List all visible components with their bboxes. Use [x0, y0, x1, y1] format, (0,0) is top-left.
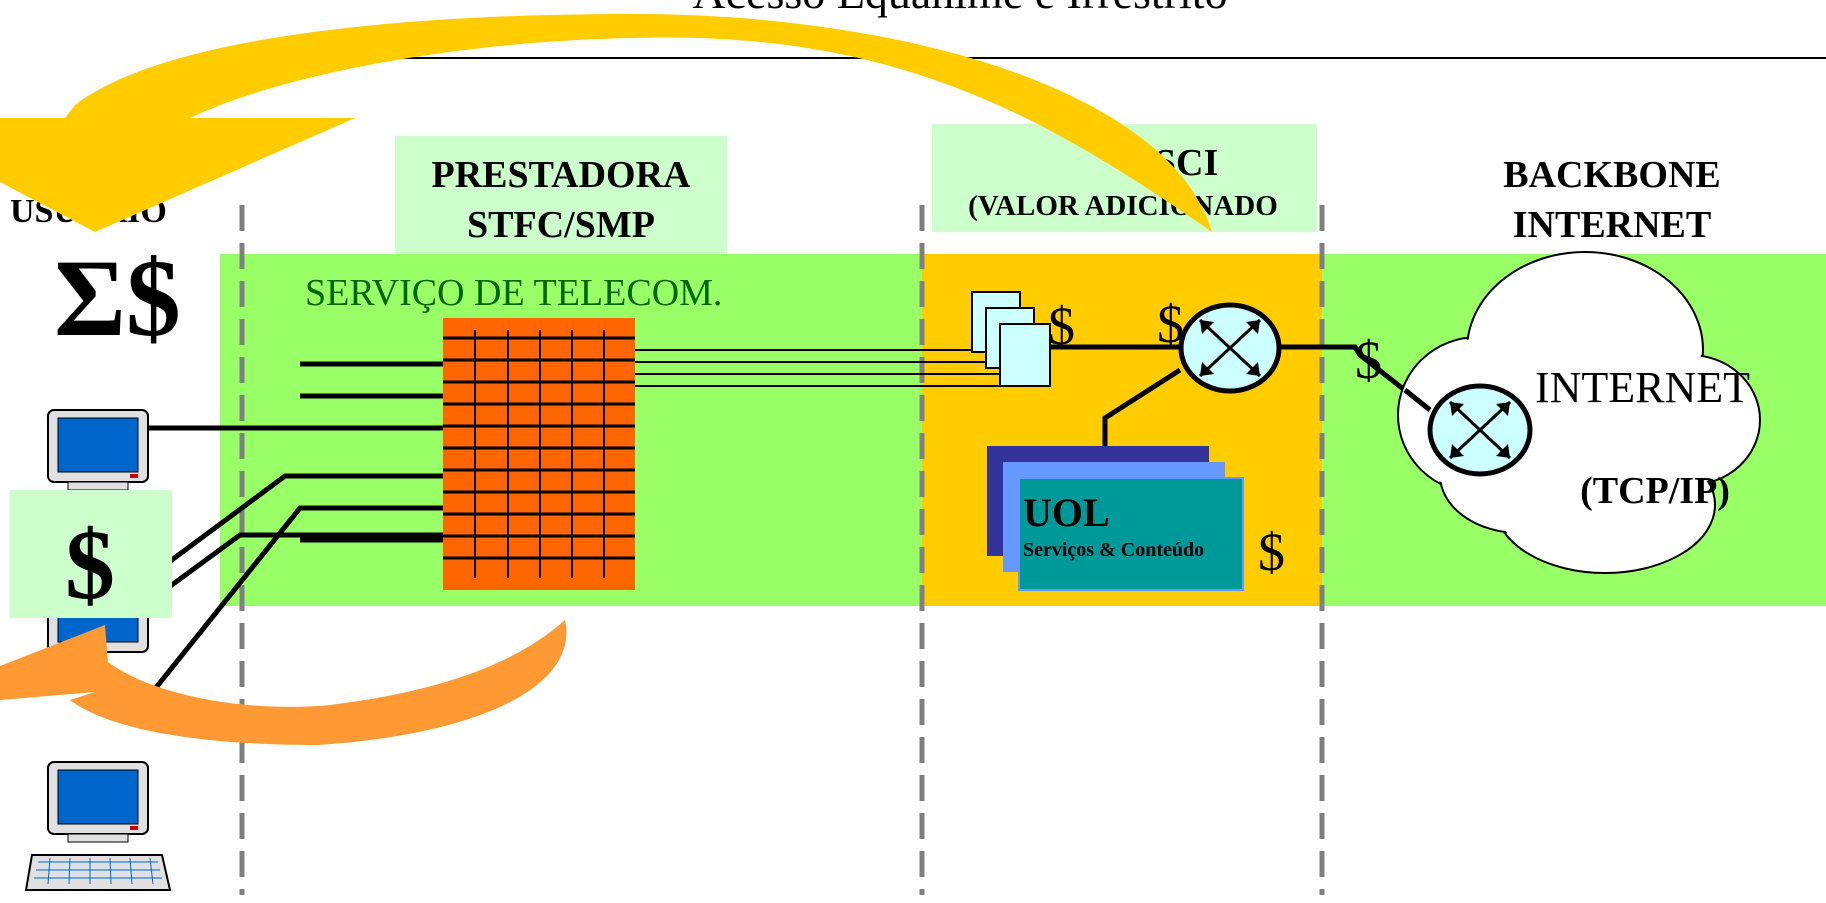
switch-matrix	[443, 318, 635, 590]
internet-label: INTERNET	[1535, 363, 1750, 412]
uol-cost: $	[1258, 522, 1285, 582]
subscriber-lines	[128, 361, 443, 722]
trunk-lines	[635, 349, 1010, 387]
internet-router-icon	[1427, 383, 1533, 477]
yellow-flow-arrow	[0, 14, 1212, 232]
computer-icon-1	[47, 409, 149, 491]
prestadora-label-box	[395, 136, 727, 254]
uol-subtitle: Serviços & Conteúdo	[1023, 539, 1204, 561]
orange-return-arrow	[0, 620, 567, 745]
zone-dividers	[239, 205, 1325, 895]
prestadora-label-line1: PRESTADORA	[432, 154, 692, 196]
modem-stack-icon	[971, 291, 1051, 387]
sum-money-symbol: Σ$	[54, 237, 181, 359]
prestadora-label-line2: STFC/SMP	[467, 204, 655, 246]
backbone-label-line2: INTERNET	[1513, 204, 1712, 246]
telecom-service-label: SERVIÇO DE TELECOM.	[305, 272, 722, 314]
uol-server-stack	[987, 446, 1244, 591]
user-money-symbol: $	[65, 509, 115, 620]
computer-icon-3	[24, 761, 172, 891]
cloud-inner-link	[1403, 388, 1432, 412]
tcpip-label: (TCP/IP)	[1580, 470, 1730, 512]
psci-label-line2: (VALOR ADICIONADO	[968, 190, 1278, 222]
backbone-link-cost: $	[1355, 330, 1382, 390]
diagram-title: Acesso Equânime e Irrestrito	[692, 0, 1227, 18]
user-money-badge	[10, 490, 172, 618]
psci-links	[1050, 344, 1432, 446]
backbone-label-line1: BACKBONE	[1503, 154, 1720, 196]
uol-title: UOL	[1023, 490, 1110, 535]
psci-router-icon	[1178, 302, 1282, 394]
